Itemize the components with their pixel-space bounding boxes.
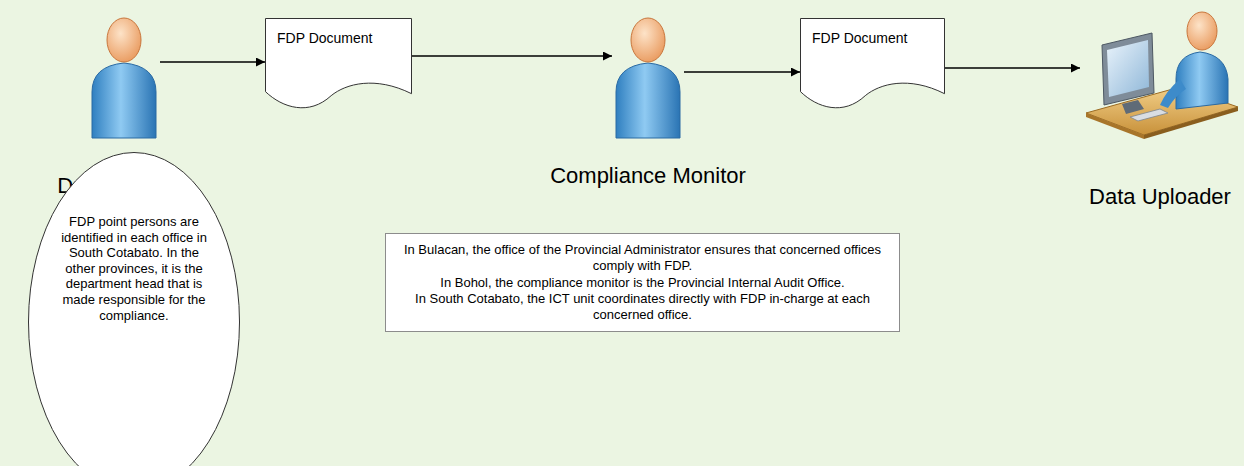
person-node: Data Supplier bbox=[88, 12, 160, 140]
flow-arrow bbox=[684, 71, 800, 72]
document-node: FDP Document bbox=[800, 18, 945, 106]
note-text: FDP point persons are identified in each… bbox=[56, 152, 212, 323]
role-label: Compliance Monitor bbox=[550, 163, 746, 189]
document-node: FDP Document bbox=[265, 18, 412, 106]
note-ellipse: FDP point persons are identified in each… bbox=[28, 152, 240, 466]
note-text: In Bohol, the compliance monitor is the … bbox=[400, 275, 885, 291]
uploader-node: Data Uploader bbox=[1080, 5, 1240, 140]
flow-arrow bbox=[945, 67, 1080, 68]
document-label: FDP Document bbox=[800, 18, 945, 46]
document-label: FDP Document bbox=[265, 18, 412, 46]
computer-user-icon bbox=[1080, 5, 1240, 140]
person-node: Compliance Monitor bbox=[612, 12, 684, 140]
flow-arrow bbox=[160, 61, 265, 62]
note-box: In Bulacan, the office of the Provincial… bbox=[385, 233, 900, 332]
role-label: Data Uploader bbox=[1089, 184, 1231, 210]
person-icon bbox=[612, 12, 684, 140]
person-icon bbox=[88, 12, 160, 140]
note-text: In South Cotabato, the ICT unit coordina… bbox=[400, 291, 885, 324]
flow-arrow bbox=[412, 55, 612, 56]
note-text: In Bulacan, the office of the Provincial… bbox=[400, 242, 885, 275]
